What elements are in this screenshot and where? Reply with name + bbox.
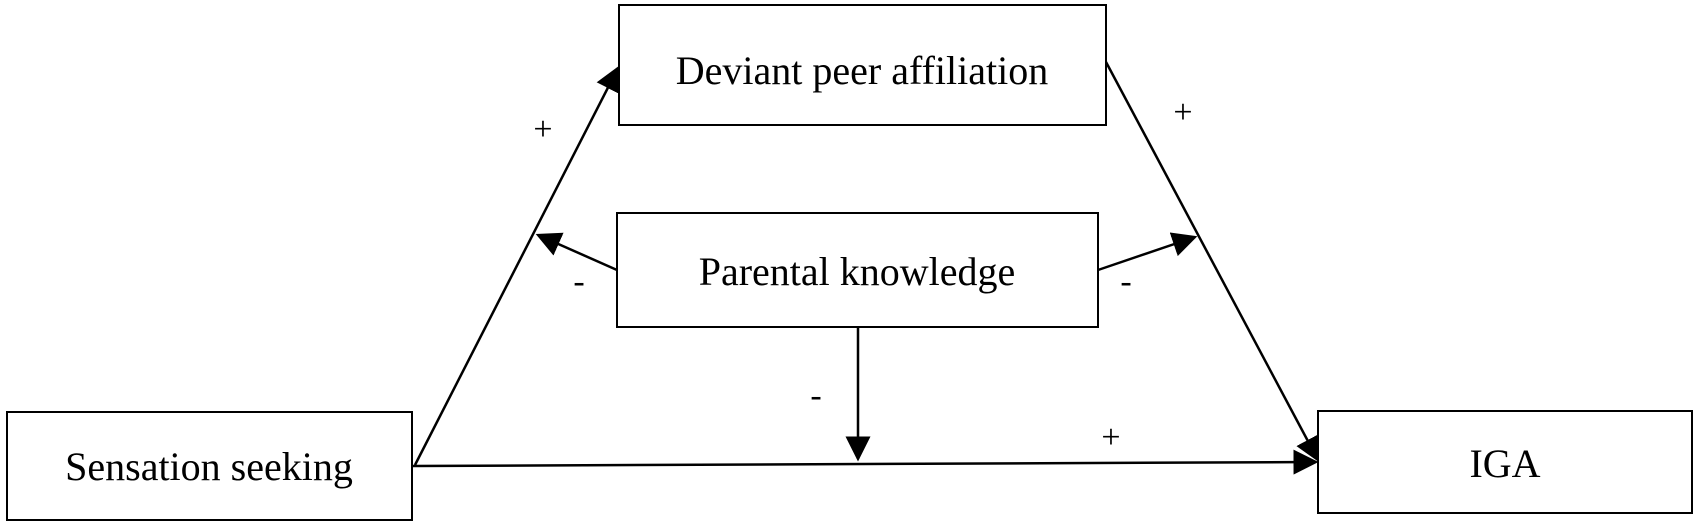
node-sensation-label: Sensation seeking bbox=[65, 444, 353, 489]
edge-sensation-to-iga bbox=[411, 449, 1319, 475]
sign-parental-to-b-path: - bbox=[1120, 263, 1131, 300]
sign-deviant-to-iga: + bbox=[1173, 94, 1192, 131]
sign-sensation-to-iga: + bbox=[1101, 419, 1120, 456]
node-deviant-box bbox=[618, 4, 1107, 126]
sign-parental-to-c-path: - bbox=[810, 377, 821, 414]
edge-parental-to-b-path bbox=[1097, 232, 1198, 272]
node-sensation-seeking: Sensation seeking bbox=[6, 411, 413, 521]
node-parental-knowledge: Parental knowledge bbox=[616, 212, 1099, 328]
node-parental-box bbox=[616, 212, 1099, 328]
node-deviant-label: Deviant peer affiliation bbox=[676, 48, 1048, 93]
sign-parental-to-a-path: - bbox=[573, 263, 584, 300]
node-iga: IGA bbox=[1317, 410, 1693, 514]
sign-sensation-to-deviant: + bbox=[533, 111, 552, 148]
edge-deviant-to-iga bbox=[1104, 61, 1320, 463]
node-parental-label: Parental knowledge bbox=[699, 249, 1016, 294]
node-sensation-box bbox=[6, 411, 413, 521]
node-deviant-peer-affiliation: Deviant peer affiliation bbox=[618, 4, 1107, 126]
edge-parental-to-a-path bbox=[535, 232, 618, 272]
node-iga-label: IGA bbox=[1469, 441, 1540, 486]
node-iga-box bbox=[1317, 410, 1693, 514]
edge-sensation-to-deviant bbox=[413, 65, 620, 466]
